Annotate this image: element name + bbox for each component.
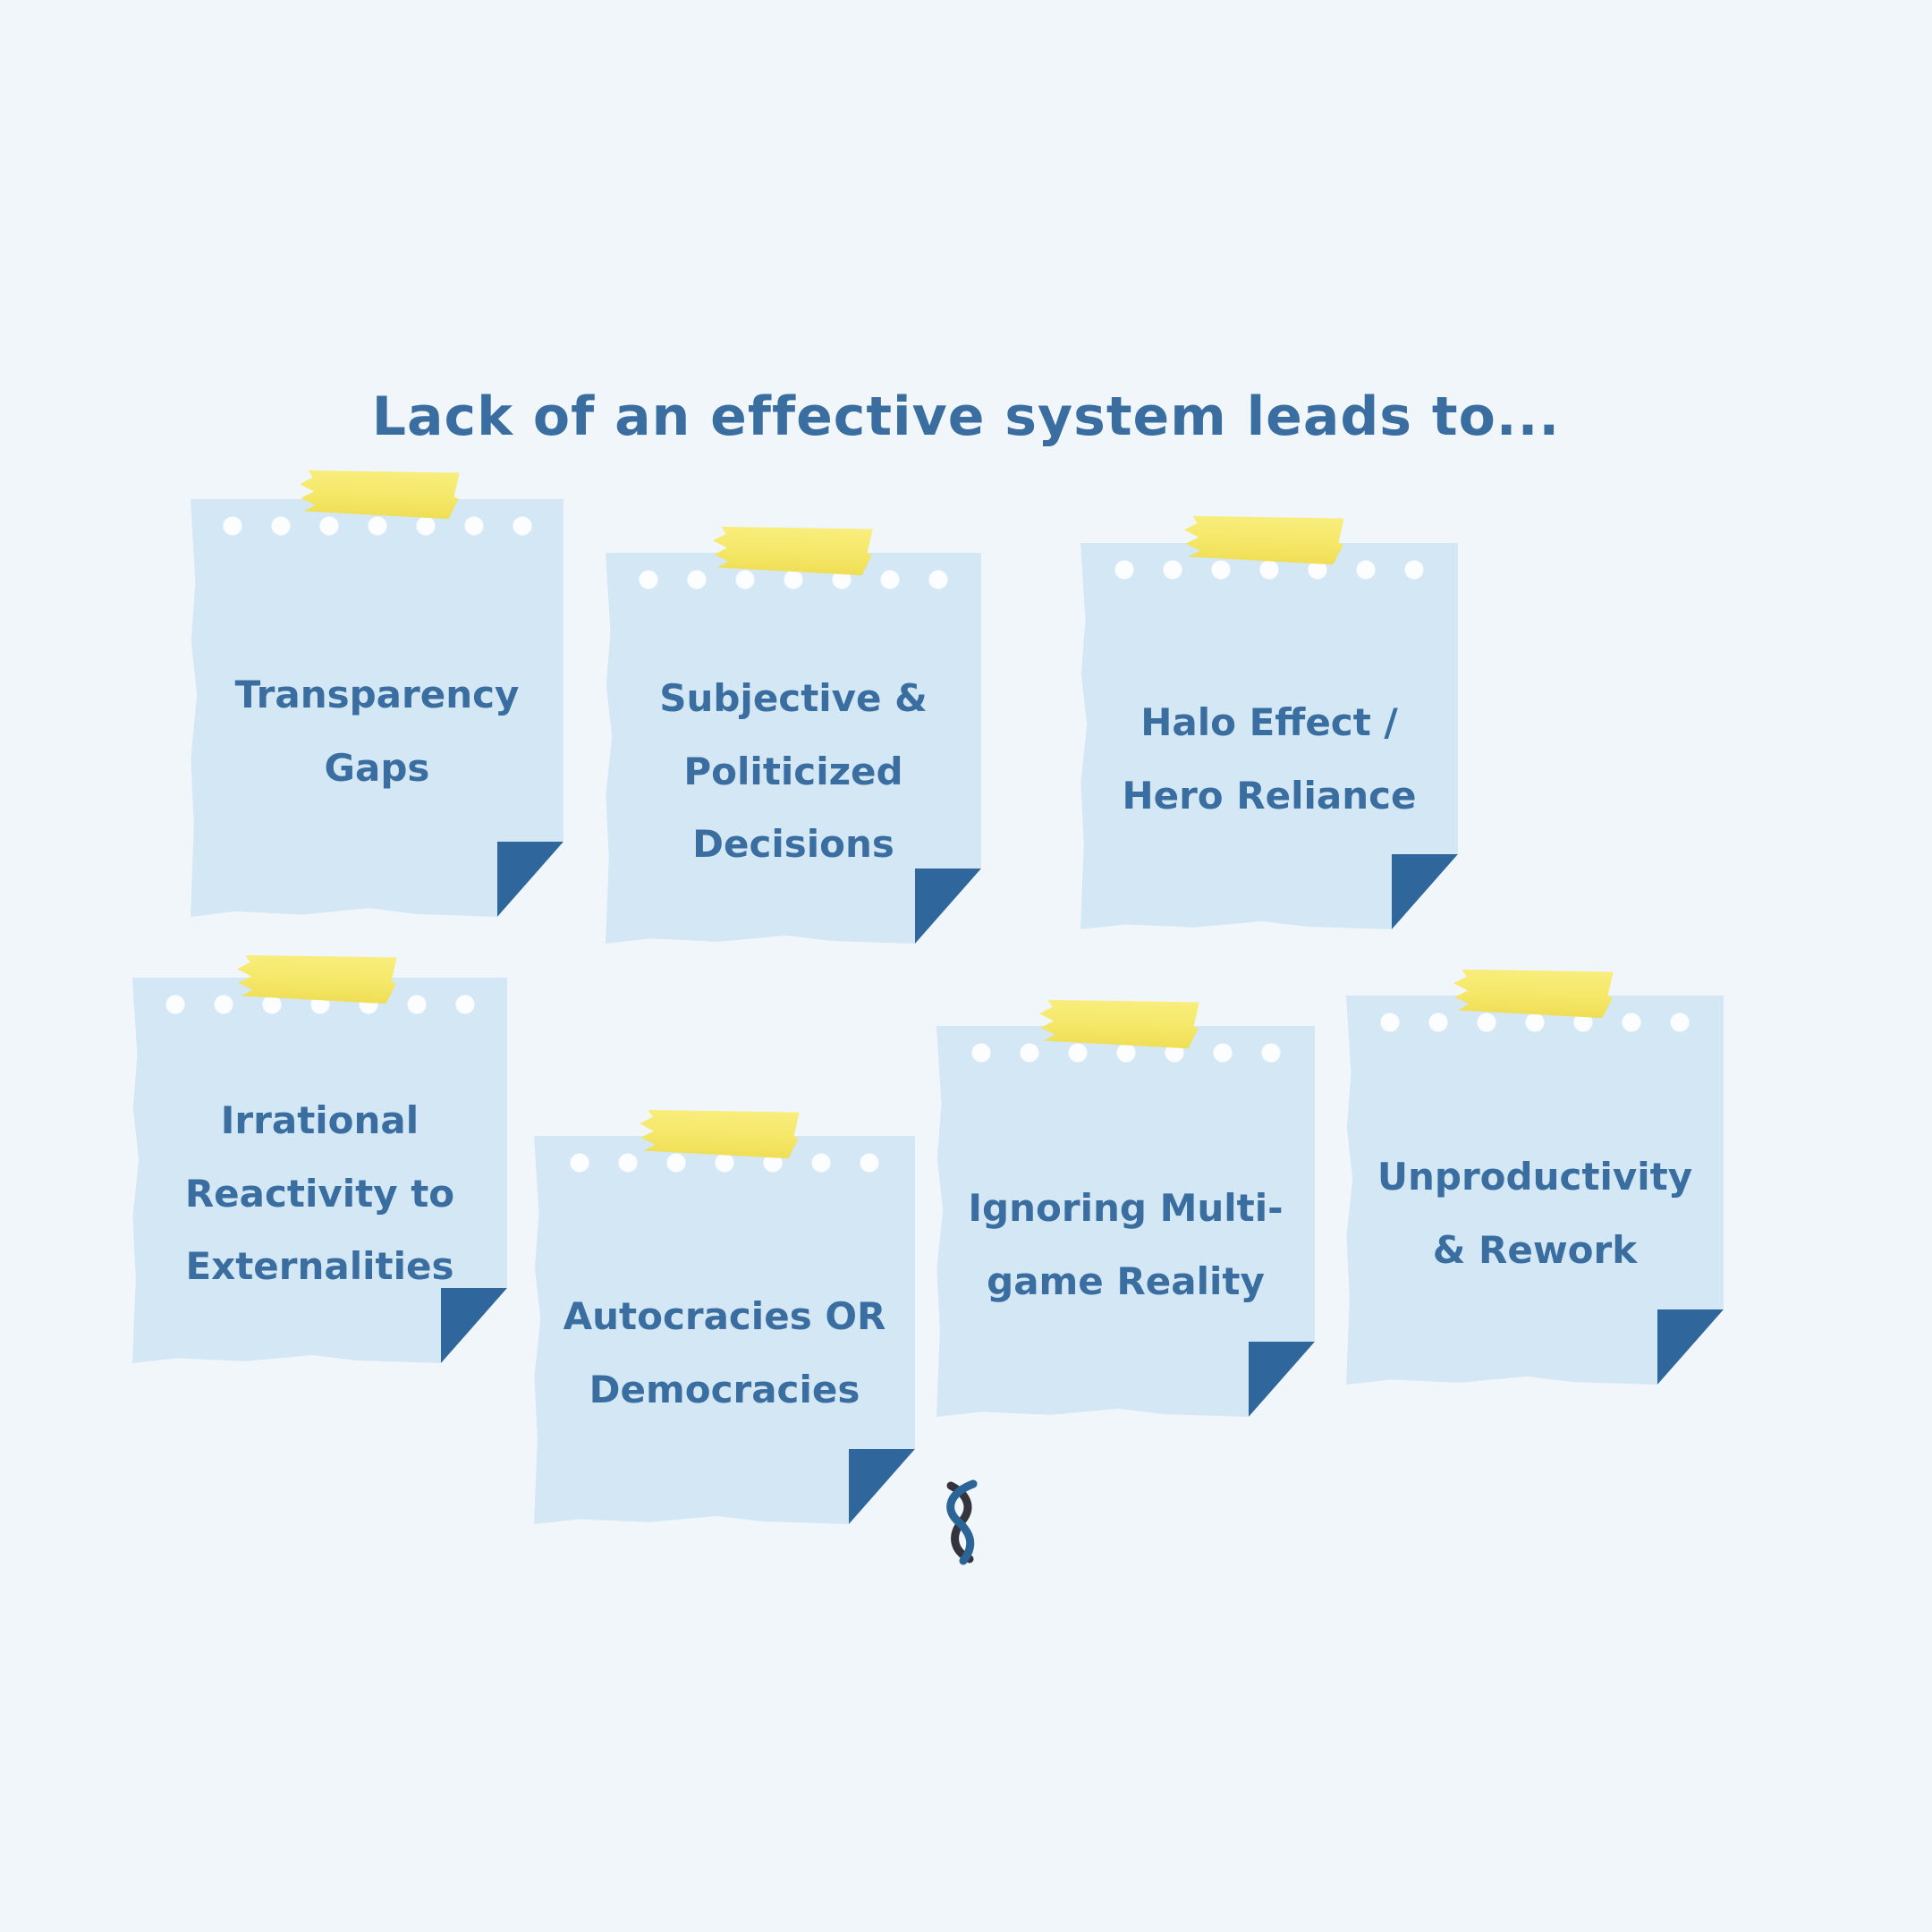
sticky-note-ignoring-multi-game-reality: Ignoring Multi- game Reality	[936, 1026, 1315, 1417]
sticky-note-unproductivity-rework: Unproductivity & Rework	[1346, 996, 1724, 1385]
punch-holes	[957, 1043, 1295, 1063]
folded-corner-icon	[1392, 854, 1458, 929]
washi-tape-icon	[1182, 513, 1343, 564]
washi-tape-icon	[1451, 967, 1613, 1018]
sticky-note-transparency-gaps: Transparency Gaps	[191, 499, 564, 917]
punch-holes	[208, 516, 547, 536]
punch-holes	[1100, 560, 1438, 580]
washi-tape-icon	[710, 524, 872, 575]
washi-tape-icon	[297, 468, 459, 519]
note-text: Autocracies OR Democracies	[563, 1294, 886, 1411]
sticky-note-halo-effect-hero-reliance: Halo Effect / Hero Reliance	[1080, 543, 1458, 929]
folded-corner-icon	[497, 842, 564, 917]
note-text: Irrational Reactivity to Externalities	[184, 1097, 455, 1289]
note-text: Subjective & Politicized Decisions	[659, 675, 928, 867]
folded-corner-icon	[849, 1449, 915, 1524]
washi-tape-icon	[234, 953, 396, 1004]
note-text: Unproductivity & Rework	[1377, 1154, 1693, 1272]
figure-eight-ribbon-logo-icon	[946, 1479, 978, 1565]
punch-holes	[151, 995, 489, 1014]
sticky-note-subjective-politicized-decisions: Subjective & Politicized Decisions	[606, 553, 981, 944]
note-text: Transparency Gaps	[234, 672, 520, 790]
washi-tape-icon	[637, 1107, 799, 1158]
punch-holes	[555, 1153, 894, 1173]
sticky-note-autocracies-or-democracies: Autocracies OR Democracies	[534, 1136, 915, 1524]
page-title: Lack of an effective system leads to...	[371, 386, 1561, 448]
note-text: Ignoring Multi- game Reality	[968, 1185, 1284, 1303]
washi-tape-icon	[1037, 997, 1199, 1048]
note-text: Halo Effect / Hero Reliance	[1122, 700, 1417, 818]
punch-holes	[624, 570, 962, 589]
folded-corner-icon	[1249, 1342, 1315, 1417]
folded-corner-icon	[1657, 1309, 1724, 1385]
sticky-note-irrational-reactivity-externalities: Irrational Reactivity to Externalities	[132, 978, 507, 1363]
punch-holes	[1366, 1013, 1704, 1032]
